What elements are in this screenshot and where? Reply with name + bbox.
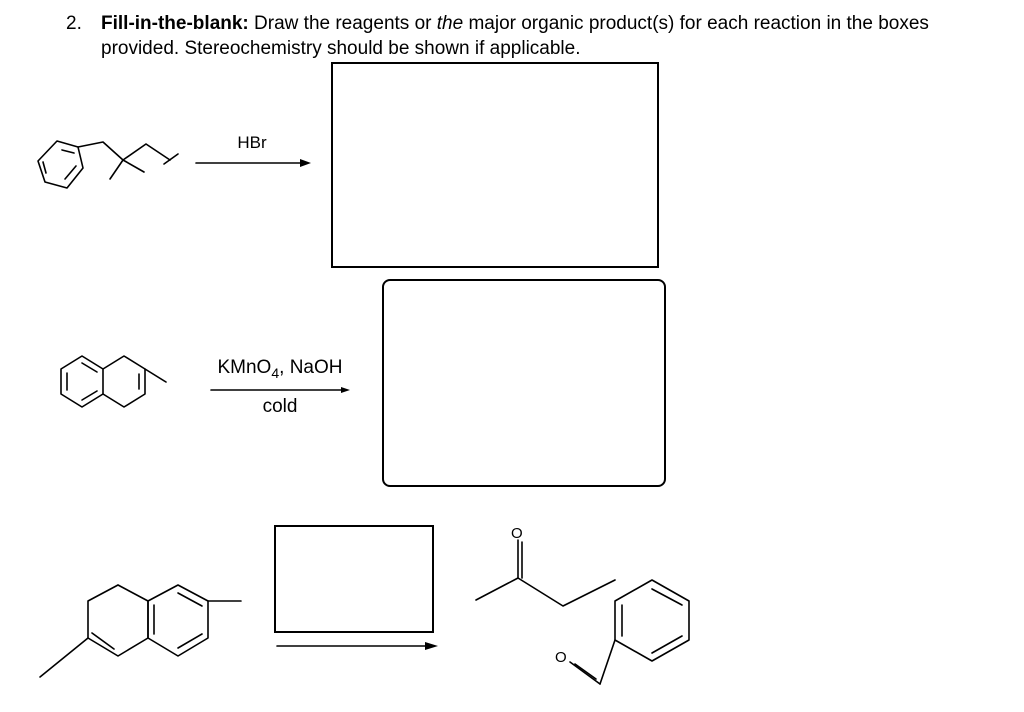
answer-box-1[interactable] [331,62,659,268]
reaction-arrow-2 [210,387,350,393]
reagent-2-condition: cold [240,396,320,418]
reagent-2-line2: cold [262,396,298,417]
reaction-arrow-3 [276,642,438,650]
question-header: 2. Fill-in-the-blank: Draw the reagents … [66,11,1011,61]
reagent-2-subscript: 4 [271,364,280,381]
question-title: Fill-in-the-blank: [101,13,249,34]
product-3: O O [475,525,690,685]
reagent-1-line1: HBr [237,133,267,152]
question-text-italic: the [436,13,464,34]
question-text: Fill-in-the-blank: Draw the reagents or … [101,11,1011,61]
question-text-after: major organic product(s) for each reacti… [101,13,929,59]
reaction-arrow-1 [195,159,311,167]
answer-box-2[interactable] [382,279,666,487]
starting-material-3 [39,584,242,678]
starting-material-1 [37,140,179,189]
reagent-2-main: KMnO [217,357,272,378]
oxygen-label-aldehyde: O [555,649,567,666]
reagent-2-rest: , NaOH [279,357,343,378]
oxygen-label-ketone: O [511,525,523,542]
question-text-before: Draw the reagents or [248,13,437,34]
question-number: 2. [66,13,82,34]
answer-box-3-reagents[interactable] [274,525,434,633]
starting-material-2 [60,355,167,408]
reagent-2: KMnO4, NaOH [200,357,360,384]
reagent-1: HBr [222,132,282,154]
